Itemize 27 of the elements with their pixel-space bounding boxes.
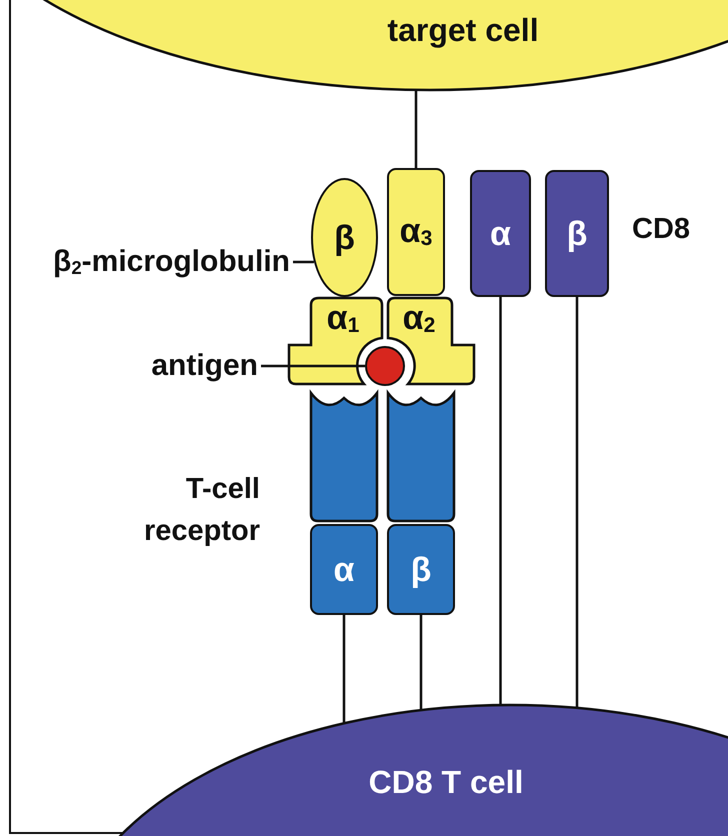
connector-line	[414, 90, 418, 168]
domain-label: α$_{3}$	[400, 214, 432, 250]
structure-label: CD8	[632, 212, 692, 247]
domain-label: α$_{1}$	[326, 299, 360, 338]
domain-label: β	[566, 216, 588, 250]
connector-line	[342, 615, 346, 724]
receptor-domain	[310, 524, 378, 615]
structure-label: T-cell receptor	[142, 472, 260, 549]
leader-line	[261, 364, 365, 368]
connector-line	[576, 297, 578, 708]
cell-label: target cell	[387, 12, 539, 49]
domain-label: β	[334, 220, 355, 254]
coreceptor-chain	[545, 170, 609, 297]
protein-domain	[387, 168, 445, 296]
domain-label: α	[334, 552, 354, 586]
connector-line	[499, 297, 502, 706]
domain-label: α$_{2}$	[402, 299, 436, 338]
cell-label: CD8 T cell	[368, 764, 524, 801]
coreceptor-chain	[470, 170, 531, 297]
leader-line	[293, 260, 314, 264]
connector-line	[420, 615, 422, 710]
domain-label: α	[490, 216, 511, 250]
receptor-domain	[387, 524, 455, 615]
domain-label: β	[410, 552, 432, 586]
antigen-circle	[365, 346, 405, 386]
molecule-label: β$_{2}$-microglobulin	[10, 240, 290, 284]
molecule-label: antigen	[110, 346, 258, 386]
